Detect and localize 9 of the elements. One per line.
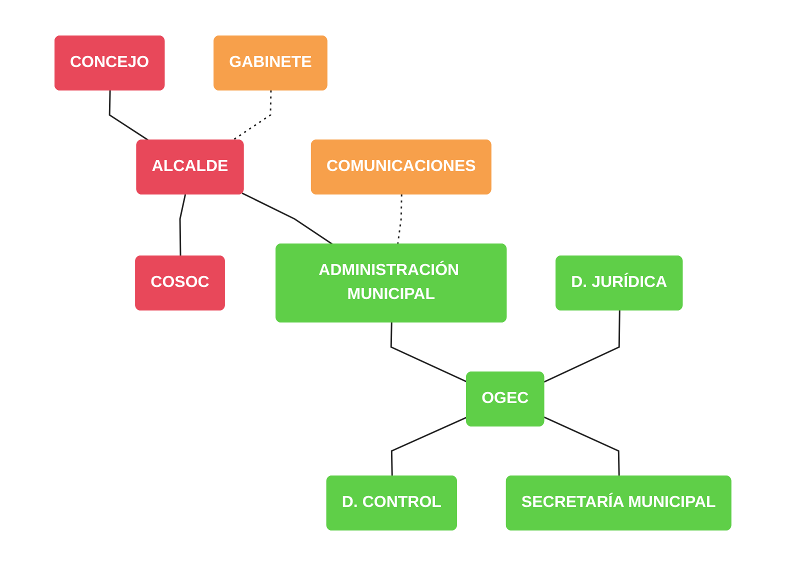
connector: [543, 416, 620, 477]
connector: [108, 90, 149, 142]
connector: [543, 310, 620, 383]
connector: [178, 194, 186, 257]
connector: [241, 192, 333, 246]
connector: [231, 90, 272, 142]
connector: [396, 194, 402, 245]
connector: [390, 416, 467, 477]
connector: [390, 322, 467, 383]
